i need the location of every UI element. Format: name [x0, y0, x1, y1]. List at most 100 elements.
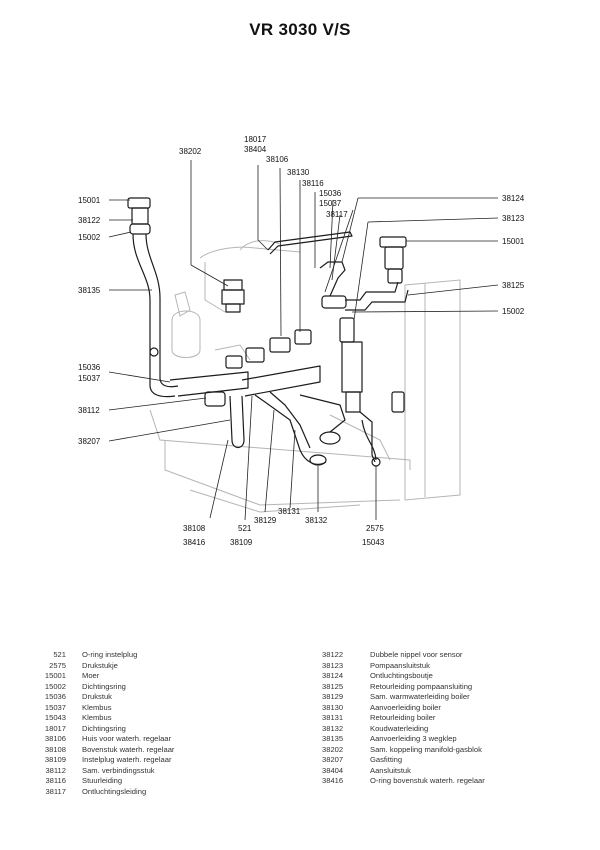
callout-15001-left: 15001 [78, 196, 101, 205]
part-description: Dubbele nippel voor sensor [370, 650, 463, 659]
part-description: Pompaansluitstuk [370, 660, 430, 670]
callout-15002-left: 15002 [78, 233, 101, 242]
part-number: 38117 [45, 786, 66, 796]
part-description: Gasfitting [370, 755, 403, 764]
exploded-diagram: 18017 38404 38202 38106 38130 38116 1503… [78, 135, 525, 547]
parts-row: 38124 Ontluchtingsboutje [322, 671, 592, 682]
callout-15001-right: 15001 [502, 237, 525, 246]
callout-18017: 18017 [244, 135, 267, 144]
callout-38131: 38131 [278, 507, 301, 516]
part-description: Huis voor waterh. regelaar [82, 734, 172, 743]
callout-38135: 38135 [78, 286, 101, 295]
parts-row: 38135 Aanvoerleiding 3 wegklep [322, 734, 592, 745]
parts-row: 15037 Klembus [0, 703, 300, 714]
part-description: Bovenstuk waterh. regelaar [82, 744, 175, 754]
part-description: Aanvoerleiding boiler [370, 702, 441, 712]
part-number: 38122 [322, 650, 344, 659]
part-number: 38116 [45, 776, 66, 785]
part-description: Stuurleiding [82, 776, 123, 785]
callout-38106: 38106 [266, 155, 289, 164]
parts-row: 38130 Aanvoerleiding boiler [322, 703, 592, 714]
callout-38130: 38130 [287, 168, 310, 177]
callout-38129: 38129 [254, 516, 277, 525]
part-number: 38109 [44, 755, 66, 764]
leader-lines [108, 160, 499, 521]
part-number: 38207 [322, 755, 344, 764]
callout-38117: 38117 [326, 210, 348, 219]
callout-15036-left: 15036 [78, 363, 101, 372]
callout-38123: 38123 [502, 214, 525, 223]
part-number: 38202 [322, 744, 344, 754]
parts-row: 38116 Stuurleiding [0, 776, 300, 787]
part-description: Sam. warmwaterleiding boiler [370, 692, 470, 701]
part-number: 38416 [322, 776, 344, 785]
parts-row: 38207 Gasfitting [322, 755, 592, 766]
part-number: 15002 [44, 681, 66, 691]
callout-38122: 38122 [78, 216, 101, 225]
parts-row: 18017 Dichtingsring [0, 724, 300, 735]
part-number: 15037 [44, 702, 66, 712]
callout-38202: 38202 [179, 147, 202, 156]
part-description: Moer [82, 671, 100, 680]
part-description: Drukstuk [82, 692, 112, 701]
callout-38416: 38416 [183, 538, 206, 547]
callout-15036-top: 15036 [319, 189, 342, 198]
part-number: 38130 [322, 702, 344, 712]
part-description: Aansluitstuk [370, 765, 411, 775]
part-number: 15001 [44, 671, 66, 680]
part-number: 38132 [322, 723, 344, 733]
callout-15043: 15043 [362, 538, 385, 547]
part-description: O-ring instelplug [82, 650, 138, 659]
callout-15002-right: 15002 [502, 307, 525, 316]
pipework [127, 197, 409, 467]
part-number: 521 [53, 650, 66, 659]
callout-38207: 38207 [78, 437, 101, 446]
parts-row: 38122 Dubbele nippel voor sensor [322, 650, 592, 661]
parts-list-right: 38122 Dubbele nippel voor sensor 38123 Pomp… [322, 650, 592, 787]
callout-38125: 38125 [502, 281, 525, 290]
part-description: Dichtingsring [82, 723, 126, 733]
part-description: Sam. verbindingsstuk [82, 765, 155, 775]
parts-row: 38202 Sam. koppeling manifold-gasblok [322, 745, 592, 756]
part-number: 18017 [44, 723, 66, 733]
callout-15037-top: 15037 [319, 199, 342, 208]
parts-row: 38125 Retourleiding pompaansluiting [322, 682, 592, 693]
part-number: 38135 [322, 734, 344, 743]
callout-38109: 38109 [230, 538, 253, 547]
part-description: Ontluchtingsboutje [370, 671, 433, 680]
part-description: Drukstukje [82, 660, 118, 670]
boiler-outline [149, 240, 461, 513]
parts-row: 38117 Ontluchtingsleiding [0, 787, 300, 798]
part-description: Aanvoerleiding 3 wegklep [370, 734, 457, 743]
parts-row: 38108 Bovenstuk waterh. regelaar [0, 745, 300, 756]
parts-row: 521 O-ring instelplug [0, 650, 300, 661]
page-title: VR 3030 V/S [249, 20, 351, 39]
part-number: 38108 [44, 744, 66, 754]
parts-row: 38123 Pompaansluitstuk [322, 661, 592, 672]
part-description: Ontluchtingsleiding [82, 786, 147, 796]
callout-38108: 38108 [183, 524, 206, 533]
part-description: Retourleiding pompaansluiting [370, 681, 473, 691]
callout-38404: 38404 [244, 145, 267, 154]
callout-38116: 38116 [302, 179, 324, 188]
part-number: 38125 [322, 681, 344, 691]
callout-2575: 2575 [366, 524, 384, 533]
callout-38124: 38124 [502, 194, 525, 203]
part-description: Klembus [82, 702, 112, 712]
part-description: Sam. koppeling manifold-gasblok [370, 744, 482, 754]
part-number: 38124 [322, 671, 344, 680]
part-description: O-ring bovenstuk waterh. regelaar [370, 776, 485, 785]
callout-15037-left: 15037 [78, 374, 101, 383]
parts-row: 15001 Moer [0, 671, 300, 682]
part-number: 38123 [322, 660, 344, 670]
